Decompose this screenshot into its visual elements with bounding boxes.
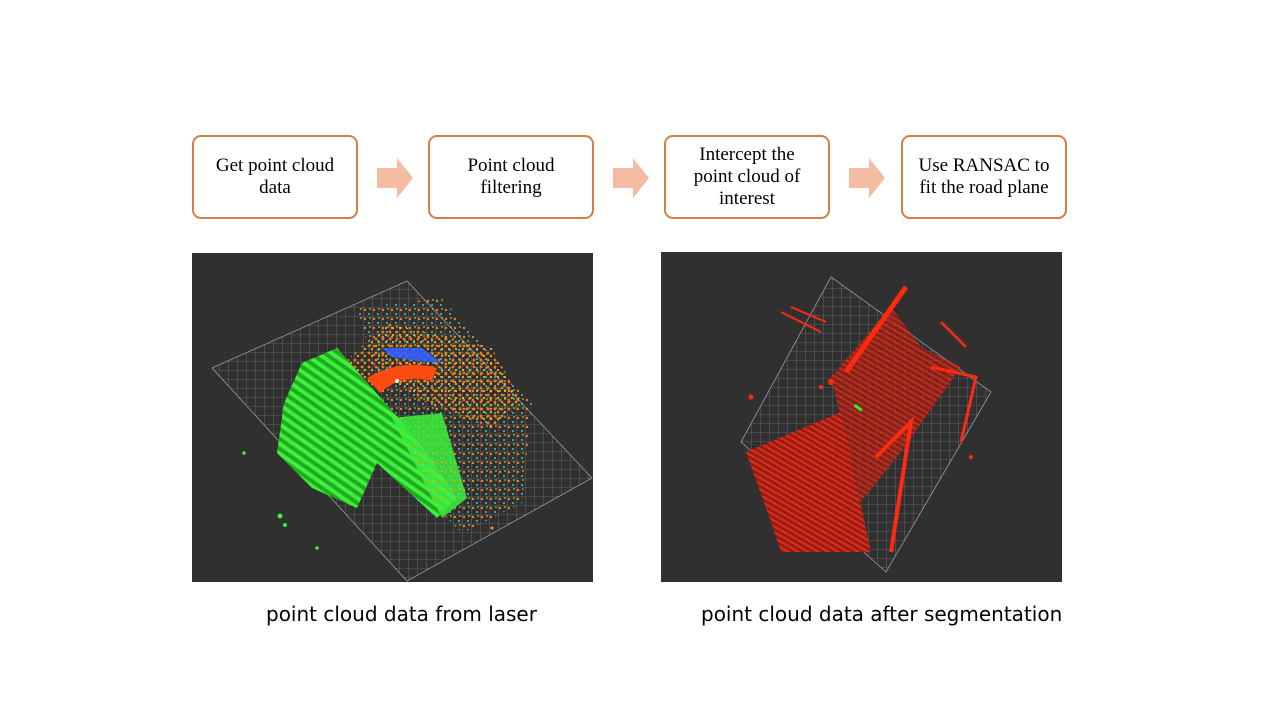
arrow-right-icon xyxy=(377,158,413,198)
step-label: Intercept the point cloud of interest xyxy=(693,144,801,209)
step-label: Get point cloud data xyxy=(215,155,335,198)
flow-step-ransac: Use RANSAC to fit the road plane xyxy=(901,135,1067,219)
flow-step-intercept: Intercept the point cloud of interest xyxy=(664,135,830,219)
raw-cloud-caption: point cloud data from laser xyxy=(266,602,537,626)
raw-point-cloud-image xyxy=(192,253,593,582)
segmented-cloud-caption: point cloud data after segmentation xyxy=(701,602,1063,626)
arrow-right-icon xyxy=(613,158,649,198)
arrow-right-icon xyxy=(849,158,885,198)
segmented-point-cloud-image xyxy=(661,252,1062,582)
flow-step-get-data: Get point cloud data xyxy=(192,135,358,219)
step-label: Point cloud filtering xyxy=(467,155,555,198)
flow-step-filtering: Point cloud filtering xyxy=(428,135,594,219)
step-label: Use RANSAC to fit the road plane xyxy=(918,155,1050,198)
